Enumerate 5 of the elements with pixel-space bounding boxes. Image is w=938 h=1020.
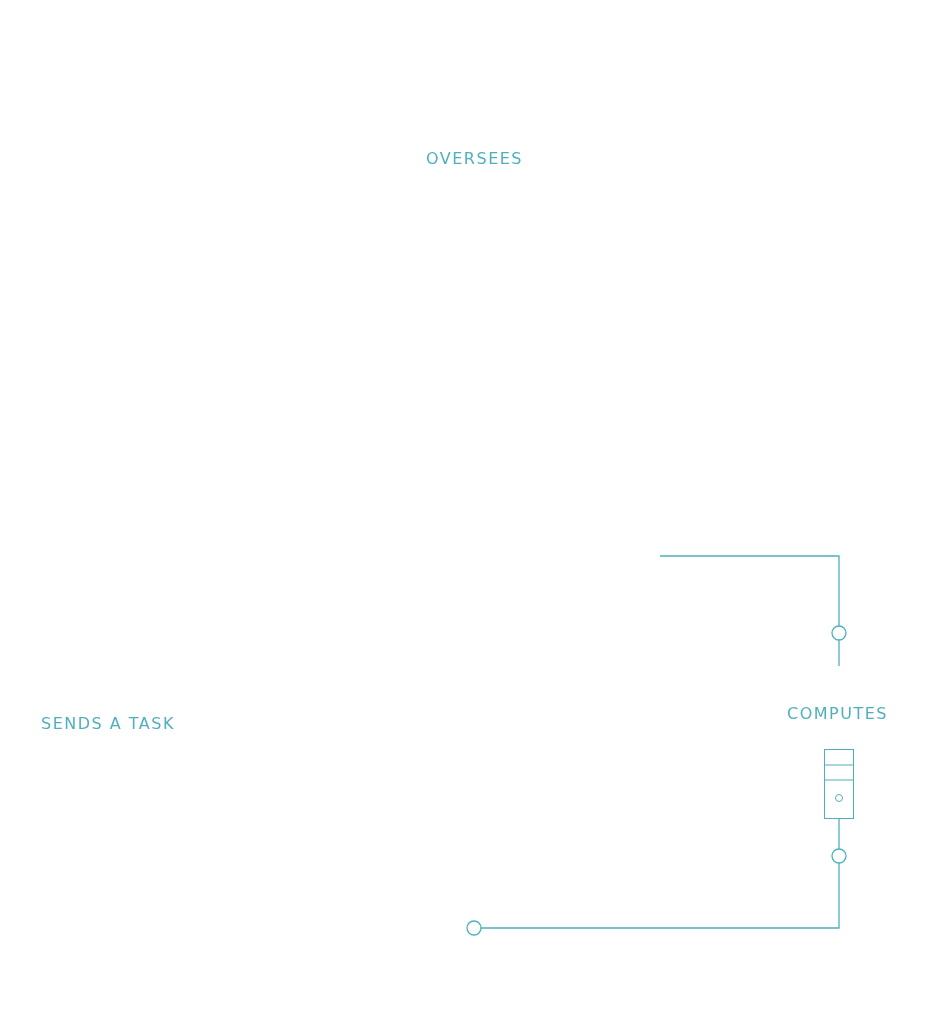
connector-line xyxy=(659,555,840,667)
step-label: COMPUTES xyxy=(787,704,888,724)
step-label: OVERSEES xyxy=(426,149,523,169)
step-label: SENDS A TASK xyxy=(41,714,175,734)
connector-line xyxy=(466,817,840,936)
